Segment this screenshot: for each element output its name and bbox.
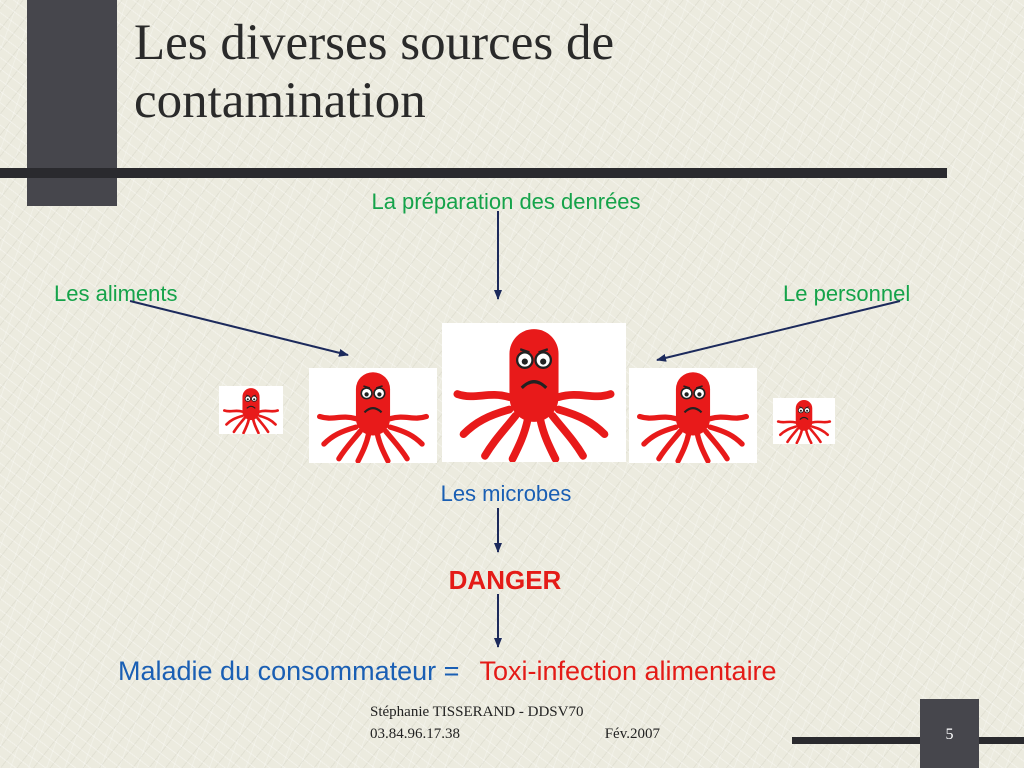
microbe-icon xyxy=(219,386,283,434)
footer-rule xyxy=(792,737,1024,744)
microbe-icon xyxy=(309,368,437,463)
arrow-aliments xyxy=(129,300,349,357)
page-number-box xyxy=(920,699,979,768)
microbe-icon xyxy=(442,323,626,462)
title-rule xyxy=(0,168,947,178)
footer-author-block: Stéphanie TISSERAND - DDSV70 03.84.96.17… xyxy=(370,701,660,745)
footer-author: Stéphanie TISSERAND - DDSV70 xyxy=(370,704,584,720)
label-maladie: Maladie du consommateur = xyxy=(118,656,460,686)
conclusion-line: Maladie du consommateur = Toxi-infection … xyxy=(118,656,777,687)
footer-phone: 03.84.96.17.38 xyxy=(370,726,460,742)
slide-title: Les diverses sources de contamination xyxy=(134,15,615,129)
arrow-personnel xyxy=(656,300,901,362)
page-number: 5 xyxy=(945,726,954,743)
label-aliments: Les aliments xyxy=(54,281,178,306)
footer-date: Fév.2007 xyxy=(604,726,660,742)
label-toxi-infection: Toxi-infection alimentaire xyxy=(479,656,777,686)
label-personnel: Le personnel xyxy=(783,281,911,306)
label-preparation: La préparation des denrées xyxy=(371,189,641,214)
label-microbes: Les microbes xyxy=(440,481,572,506)
microbe-icon xyxy=(773,398,835,444)
footer-contact-row: 03.84.96.17.38 Fév.2007 xyxy=(370,723,660,745)
microbe-icon xyxy=(629,368,757,463)
label-danger: DANGER xyxy=(448,565,562,595)
